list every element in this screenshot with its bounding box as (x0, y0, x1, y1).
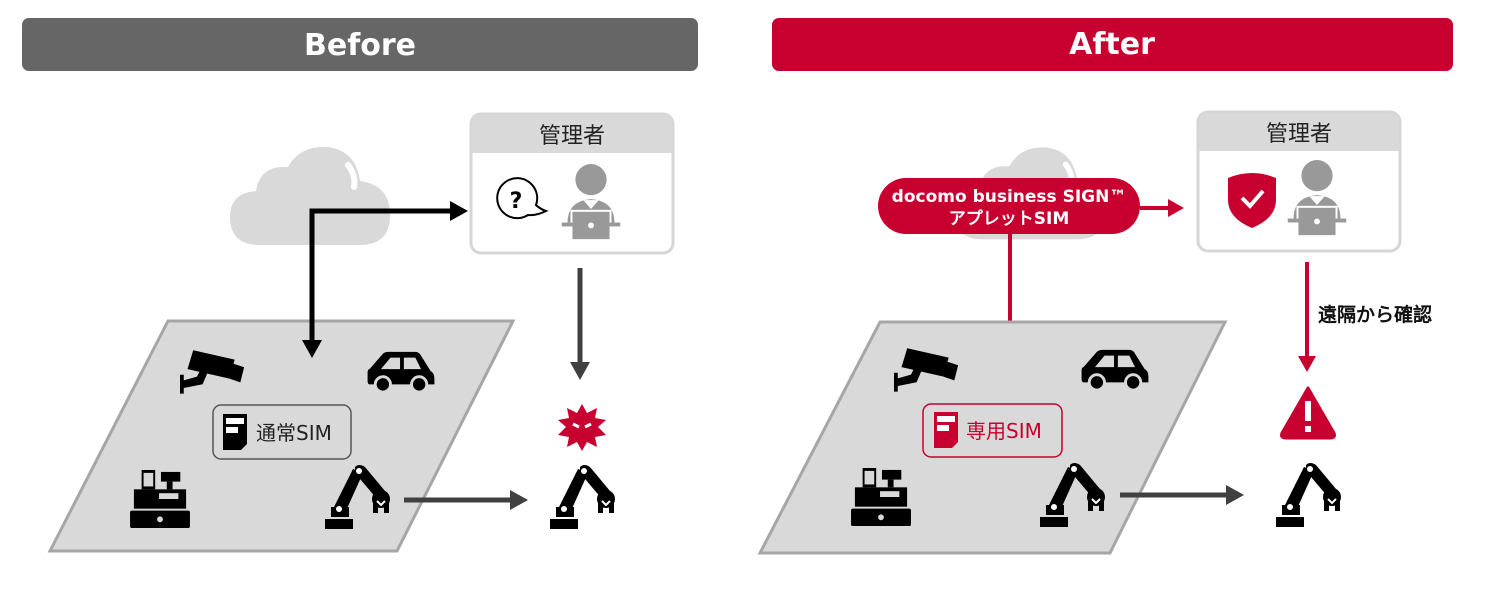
admin-box: 管理者 (1196, 110, 1402, 253)
after-panel: After docomo business SIGN™ アプレットSIM 管理者… (757, 18, 1453, 555)
sim-label: 専用SIM (966, 419, 1042, 443)
service-name-line1: docomo business SIGN™ (892, 187, 1127, 207)
before-header (22, 18, 698, 71)
after-header (772, 18, 1453, 71)
after-title: After (1069, 27, 1155, 62)
admin-box: 管理者 ? (469, 112, 675, 255)
compromised-robot-arm-icon (550, 464, 616, 529)
warning-icon (1280, 386, 1336, 440)
admin-label: 管理者 (1266, 122, 1332, 147)
before-panel: Before 管理者 ? 通常SIM (22, 18, 698, 553)
sim-badge: 通常SIM (212, 404, 352, 460)
shield-check-icon (1228, 173, 1276, 228)
sim-card-icon (934, 412, 958, 448)
virus-icon (558, 404, 606, 451)
question-bubble-icon: ? (496, 177, 549, 220)
sim-badge: 専用SIM (922, 403, 1063, 458)
service-pill: docomo business SIGN™ アプレットSIM (878, 178, 1140, 234)
protected-robot-arm-icon (1276, 462, 1342, 527)
data-flow-arrow (309, 208, 452, 342)
before-title: Before (304, 28, 416, 63)
admin-label: 管理者 (539, 124, 605, 149)
sim-label: 通常SIM (256, 421, 332, 445)
remote-check-label: 遠隔から確認 (1318, 303, 1432, 326)
svg-text:?: ? (510, 189, 523, 214)
sim-card-icon (223, 414, 247, 450)
service-name-line2: アプレットSIM (949, 208, 1070, 229)
